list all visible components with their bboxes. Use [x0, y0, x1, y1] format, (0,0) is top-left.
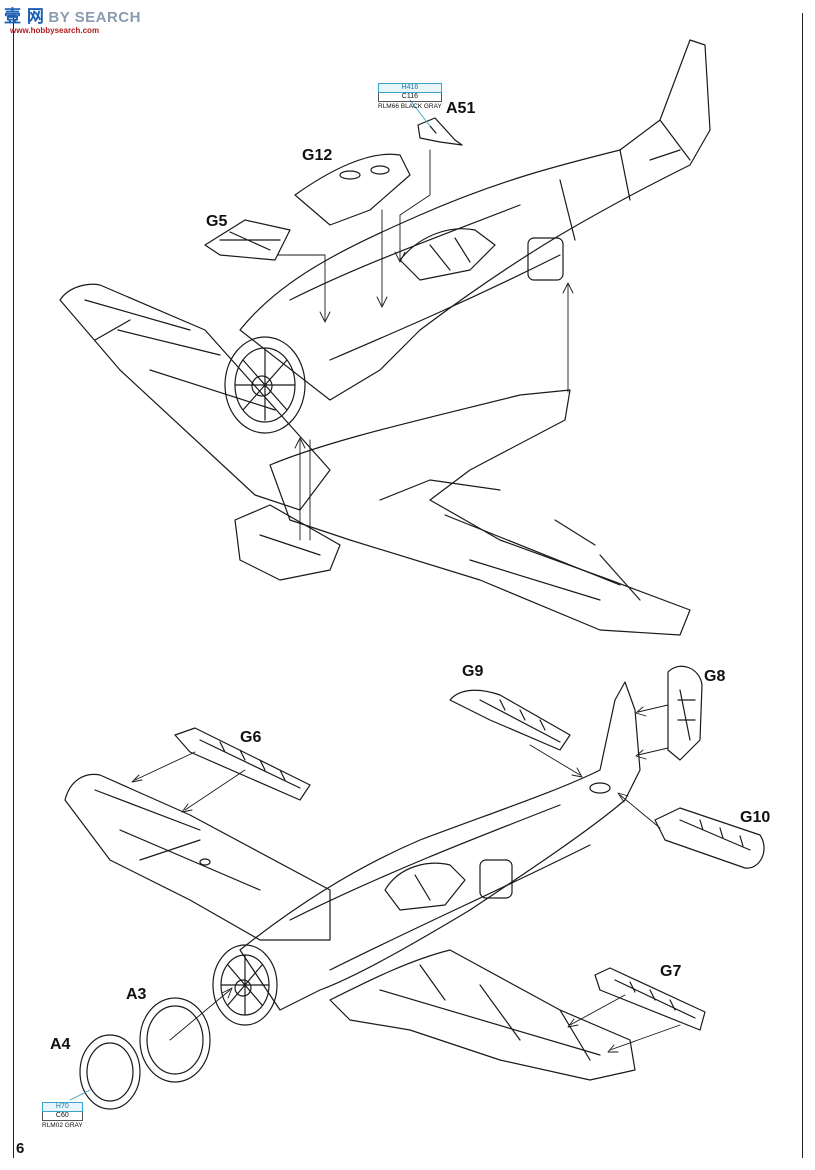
- part-a51-shape: [417, 117, 463, 146]
- paint-color-name: RLM66 BLACK GRAY: [378, 103, 442, 110]
- part-g10-shape: [654, 807, 765, 869]
- upper-aircraft: [59, 39, 711, 636]
- label-g8: G8: [704, 668, 726, 685]
- upper-arrows: [277, 149, 574, 541]
- paint-callout-rlm02: H70 C60 RLM02 GRAY: [42, 1102, 83, 1130]
- paint-code-primary: H416: [378, 83, 442, 93]
- lower-arrows: [131, 704, 681, 1053]
- label-a51: A51: [446, 100, 476, 117]
- paint-code-secondary: C116: [378, 93, 442, 102]
- label-a3: A3: [126, 986, 147, 1003]
- part-g12-shape: [294, 153, 411, 226]
- watermark-url: www.hobbysearch.com: [10, 26, 100, 35]
- watermark-logo: 壹 网: [4, 7, 44, 27]
- label-g7: G7: [660, 963, 682, 980]
- page-frame: [13, 13, 803, 1158]
- part-g6-shape: [174, 727, 311, 801]
- paint-callout-rlm66: H416 C116 RLM66 BLACK GRAY: [378, 83, 442, 111]
- label-g5: G5: [206, 213, 228, 230]
- part-g7-shape: [594, 967, 706, 1031]
- label-g9: G9: [462, 663, 484, 680]
- label-g12: G12: [302, 147, 333, 164]
- part-a4-shape: [79, 1034, 141, 1110]
- part-g5-shape: [204, 219, 291, 261]
- part-g9-shape: [449, 689, 571, 751]
- page-number: 6: [16, 1140, 25, 1157]
- label-a4: A4: [50, 1036, 71, 1053]
- part-a3-shape: [139, 997, 211, 1083]
- watermark: 壹 网 BY SEARCH www.hobbysearch.com: [4, 2, 141, 35]
- label-g6: G6: [240, 729, 262, 746]
- paint-color-name: RLM02 GRAY: [42, 1122, 83, 1129]
- label-g10: G10: [740, 809, 771, 826]
- paint-code-secondary: C60: [42, 1112, 83, 1121]
- part-g8-shape: [667, 665, 703, 761]
- lower-aircraft: [64, 665, 765, 1110]
- paint-code-primary: H70: [42, 1102, 83, 1112]
- watermark-site-name: BY SEARCH: [48, 9, 141, 26]
